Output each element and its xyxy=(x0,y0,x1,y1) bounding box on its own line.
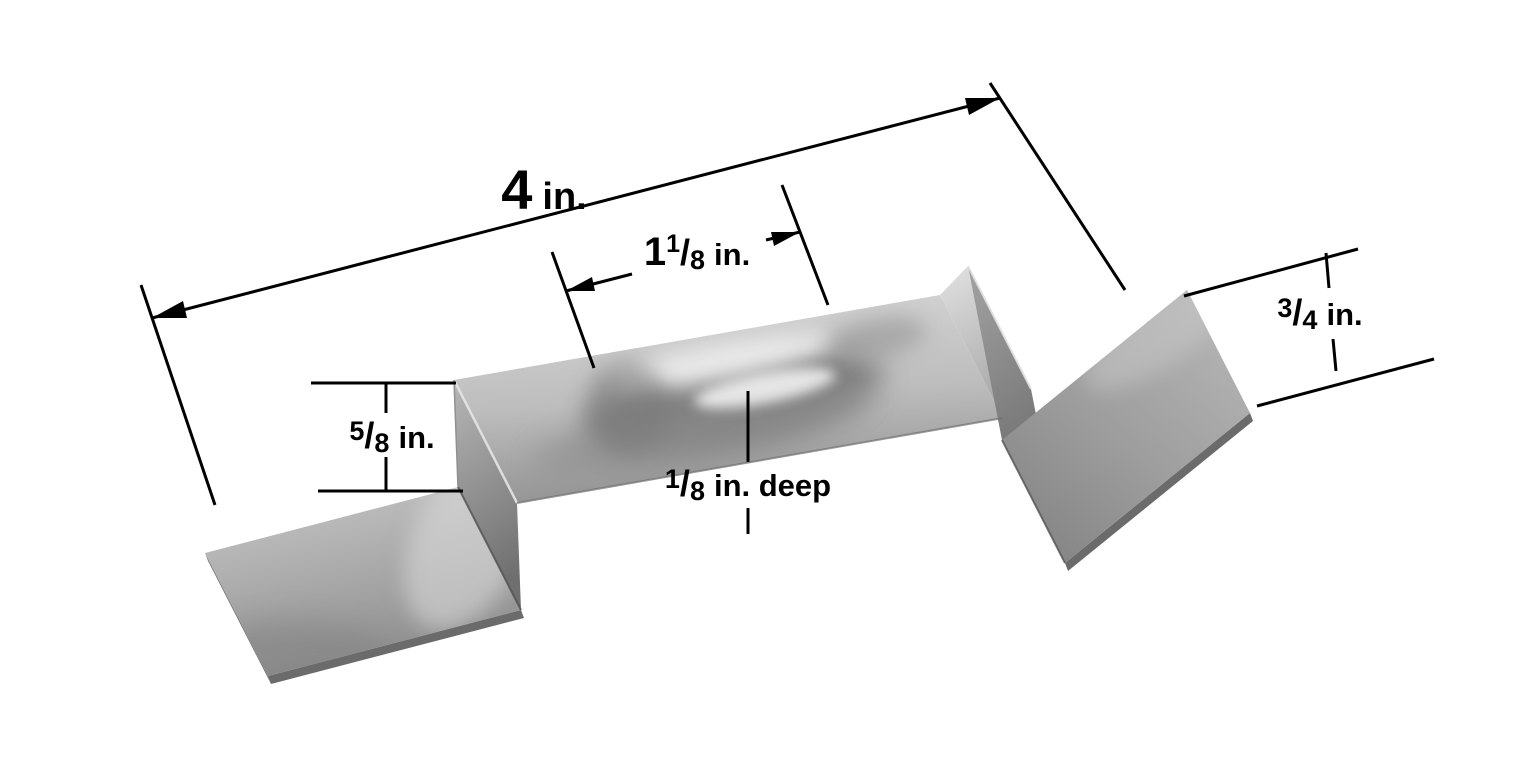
overall-length-unit: in. xyxy=(542,176,587,218)
dimple-length-denominator: 8 xyxy=(689,245,706,275)
flange-width-extension-line-bottom xyxy=(1256,357,1435,408)
left-fold-highlight-line xyxy=(452,379,519,504)
flange-width-numerator: 3 xyxy=(1277,293,1293,323)
fraction-slash: / xyxy=(679,232,690,273)
dimple-shading xyxy=(533,316,926,474)
wall-height-denominator: 8 xyxy=(374,428,390,458)
dimple-length-extension-line-right xyxy=(780,184,830,306)
flange-width-tick-bottom xyxy=(1331,338,1338,372)
right-flange-front-edge xyxy=(1065,413,1253,571)
dimple-depth-denominator: 8 xyxy=(689,476,705,506)
left-flange-end-edge xyxy=(205,553,271,684)
left-wall-side-edge-line xyxy=(453,379,459,488)
flange-width-unit: in. xyxy=(1326,297,1363,332)
overall-length-value: 4 xyxy=(501,158,533,221)
right-crest-highlight-line xyxy=(967,265,1032,390)
platform-near-edge-line xyxy=(516,417,1004,504)
flange-width-tick-top xyxy=(1324,252,1331,289)
right-wall-base-crease-line xyxy=(1001,439,1066,564)
wall-height-unit: in. xyxy=(398,420,435,455)
dimple-depth-unit: in. deep xyxy=(713,468,832,503)
dimple-depth-label: 1/8 in. deep xyxy=(664,463,832,505)
overall-length-arrowhead-right xyxy=(965,98,1000,115)
overall-length-extension-line-right xyxy=(988,82,1127,291)
dimple-length-whole: 1 xyxy=(643,230,667,274)
dimple-length-arrowhead-right xyxy=(771,232,800,246)
left-flange-front-edge xyxy=(268,610,524,684)
overall-length-dimension-line xyxy=(151,96,1001,320)
dimple-length-arrowhead-left xyxy=(566,277,595,291)
right-flange-face xyxy=(1002,290,1250,563)
boat-body xyxy=(205,265,1253,684)
flange-width-denominator: 4 xyxy=(1302,305,1318,335)
fraction-slash: / xyxy=(679,463,690,504)
dimple-length-unit: in. xyxy=(714,237,751,272)
dimension-lines xyxy=(139,82,1435,534)
dimension-arrowheads xyxy=(152,98,1000,318)
dimple-depth-numerator: 1 xyxy=(664,464,680,494)
fraction-slash: / xyxy=(1292,292,1303,333)
overall-length-extension-line-left xyxy=(139,284,217,506)
flange-width-label: 3/4 in. xyxy=(1277,292,1363,334)
overall-length-arrowhead-left xyxy=(152,301,187,318)
left-wall-face xyxy=(454,380,521,610)
fraction-slash: / xyxy=(364,415,375,456)
wall-height-numerator: 5 xyxy=(349,416,365,446)
dimple-length-extension-line-left xyxy=(550,251,596,369)
dimple-length-numerator: 1 xyxy=(666,230,680,258)
left-wall-base-crease-line xyxy=(457,486,522,611)
flange-width-extension-line-top xyxy=(1183,247,1359,298)
wall-height-label: 5/8 in. xyxy=(349,415,435,457)
